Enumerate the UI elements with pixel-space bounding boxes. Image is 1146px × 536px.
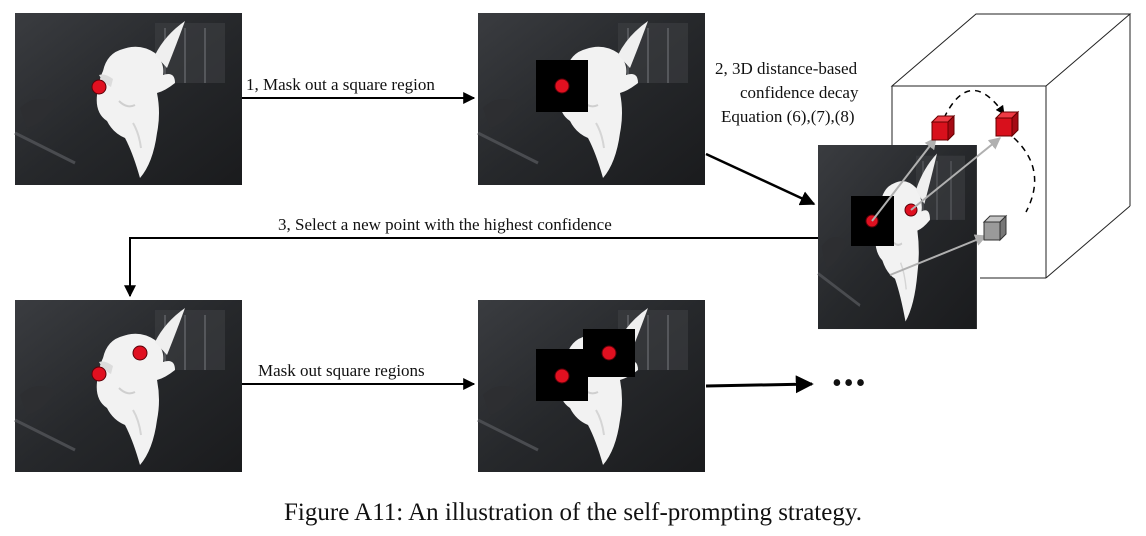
ray <box>889 234 988 276</box>
arrow-step3 <box>124 237 818 298</box>
step2-label-line3: Equation (6),(7),(8) <box>721 107 855 126</box>
step2-label-line2: confidence decay <box>740 83 859 102</box>
prompt-point <box>91 366 107 382</box>
step4-label: Mask out square regions <box>258 361 425 380</box>
unselected-cube <box>982 214 1008 242</box>
panel-two-masks-image <box>476 298 707 474</box>
selected-point <box>132 345 148 361</box>
step3-label: 3, Select a new point with the highest c… <box>278 215 612 234</box>
ray <box>910 137 1001 211</box>
decay-arc <box>943 89 1005 119</box>
step1-label: 1, Mask out a square region <box>246 75 435 94</box>
ray <box>871 137 937 222</box>
selected-cube <box>930 114 956 142</box>
panel-two-points-image <box>13 298 244 474</box>
figure-caption: Figure A11: An illustration of the self-… <box>284 499 862 526</box>
panel-projected-image <box>816 143 979 331</box>
prompt-point <box>554 78 570 94</box>
decay-arc <box>1013 137 1036 213</box>
selected-point <box>601 345 617 361</box>
panel-input-image <box>13 11 244 187</box>
panel-masked-image <box>476 11 707 187</box>
step2-label-line1: 2, 3D distance-based <box>715 59 858 78</box>
arrow-continue <box>705 375 814 394</box>
prompt-point <box>554 368 570 384</box>
ellipsis: ••• <box>832 368 868 399</box>
prompt-point <box>91 79 107 95</box>
selected-cube <box>994 110 1020 138</box>
arrow-to-projection <box>705 152 816 206</box>
